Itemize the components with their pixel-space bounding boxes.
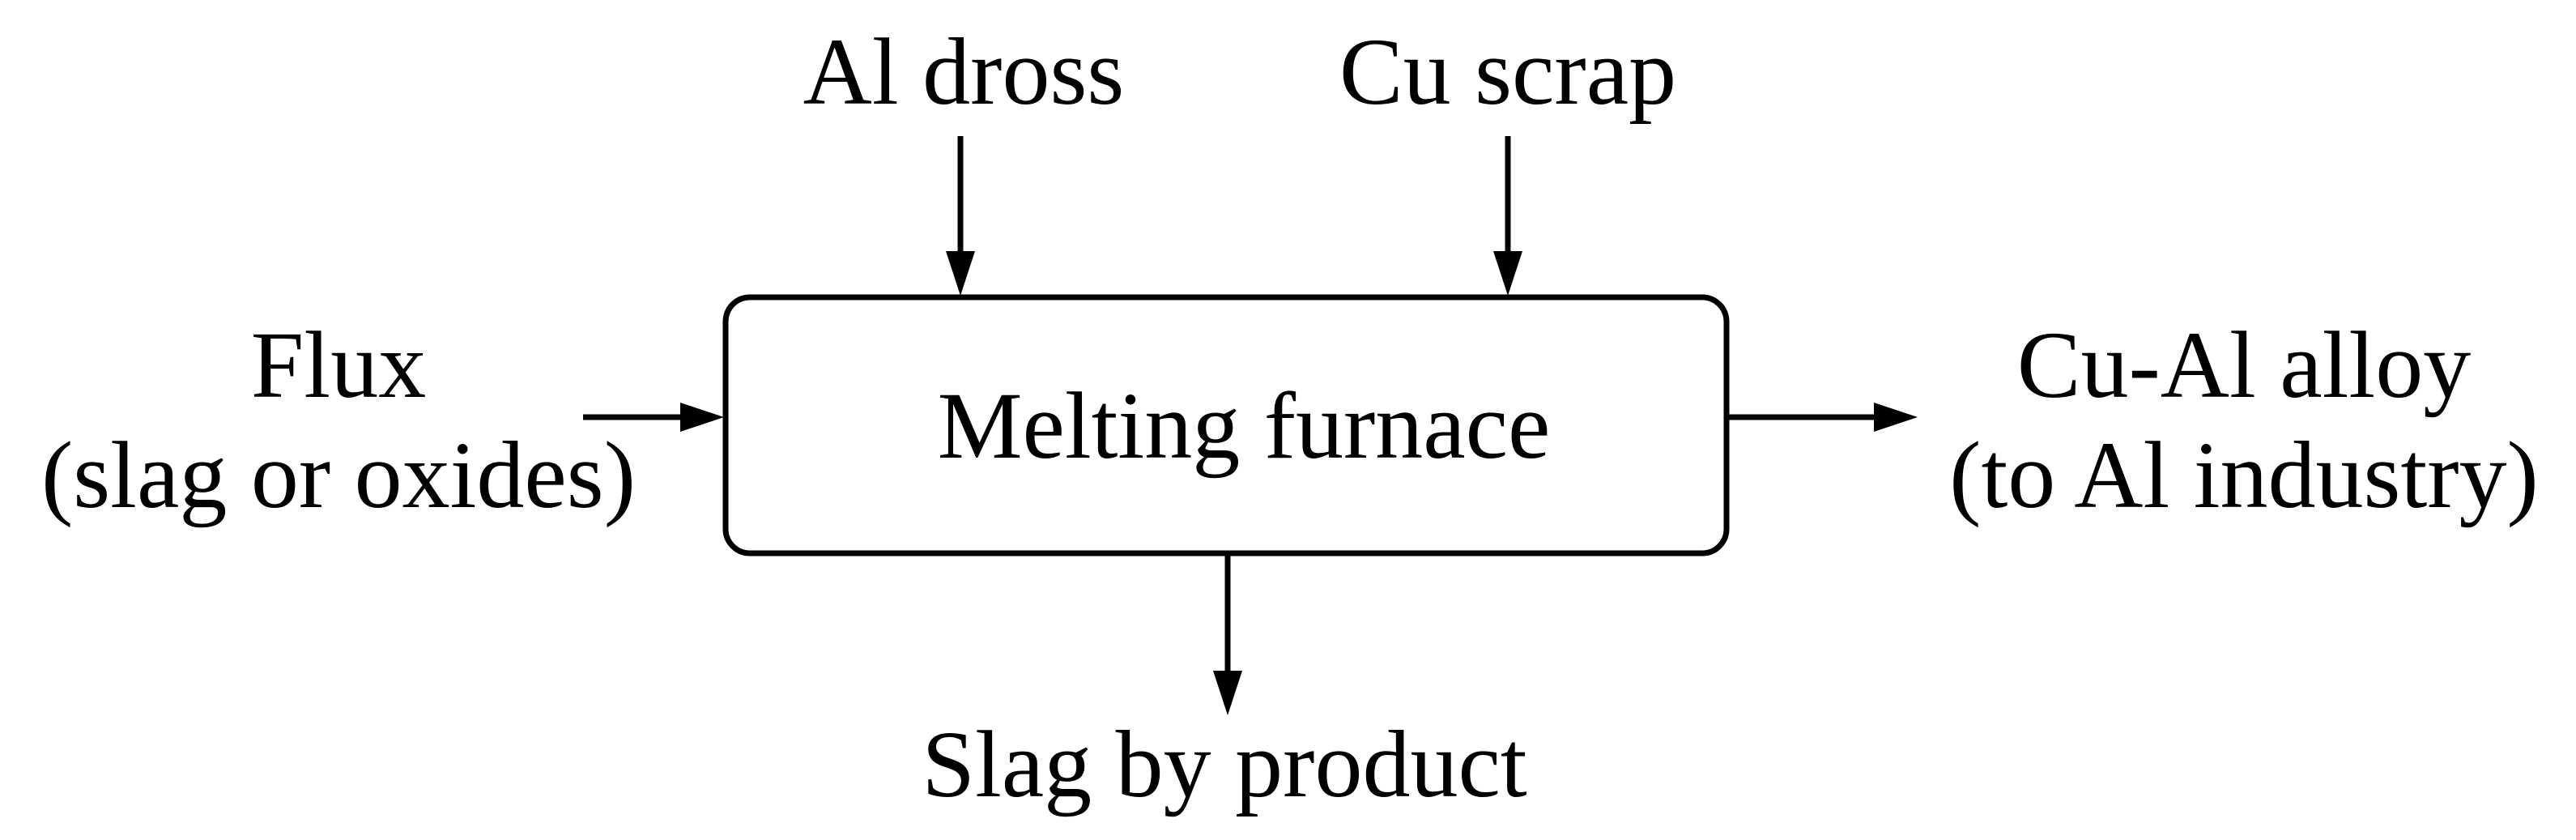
slag-arrow bbox=[1213, 556, 1242, 715]
cu-scrap-arrow bbox=[1493, 136, 1522, 296]
alloy-arrow bbox=[1729, 403, 1918, 432]
flux-label: Flux bbox=[251, 312, 426, 418]
cu-scrap-label: Cu scrap bbox=[1339, 19, 1676, 125]
al-dross-arrow bbox=[946, 136, 975, 296]
cu-al-alloy-sublabel: (to Al industry) bbox=[1949, 422, 2539, 528]
al-dross-label: Al dross bbox=[803, 19, 1125, 125]
flux-arrow bbox=[583, 403, 724, 432]
melting-furnace-label: Melting furnace bbox=[938, 373, 1551, 479]
flux-sublabel: (slag or oxides) bbox=[41, 422, 636, 528]
cu-al-alloy-label: Cu-Al alloy bbox=[2017, 312, 2471, 418]
slag-by-product-label: Slag by product bbox=[922, 711, 1526, 817]
melting-furnace-box: Melting furnace bbox=[722, 294, 1730, 556]
